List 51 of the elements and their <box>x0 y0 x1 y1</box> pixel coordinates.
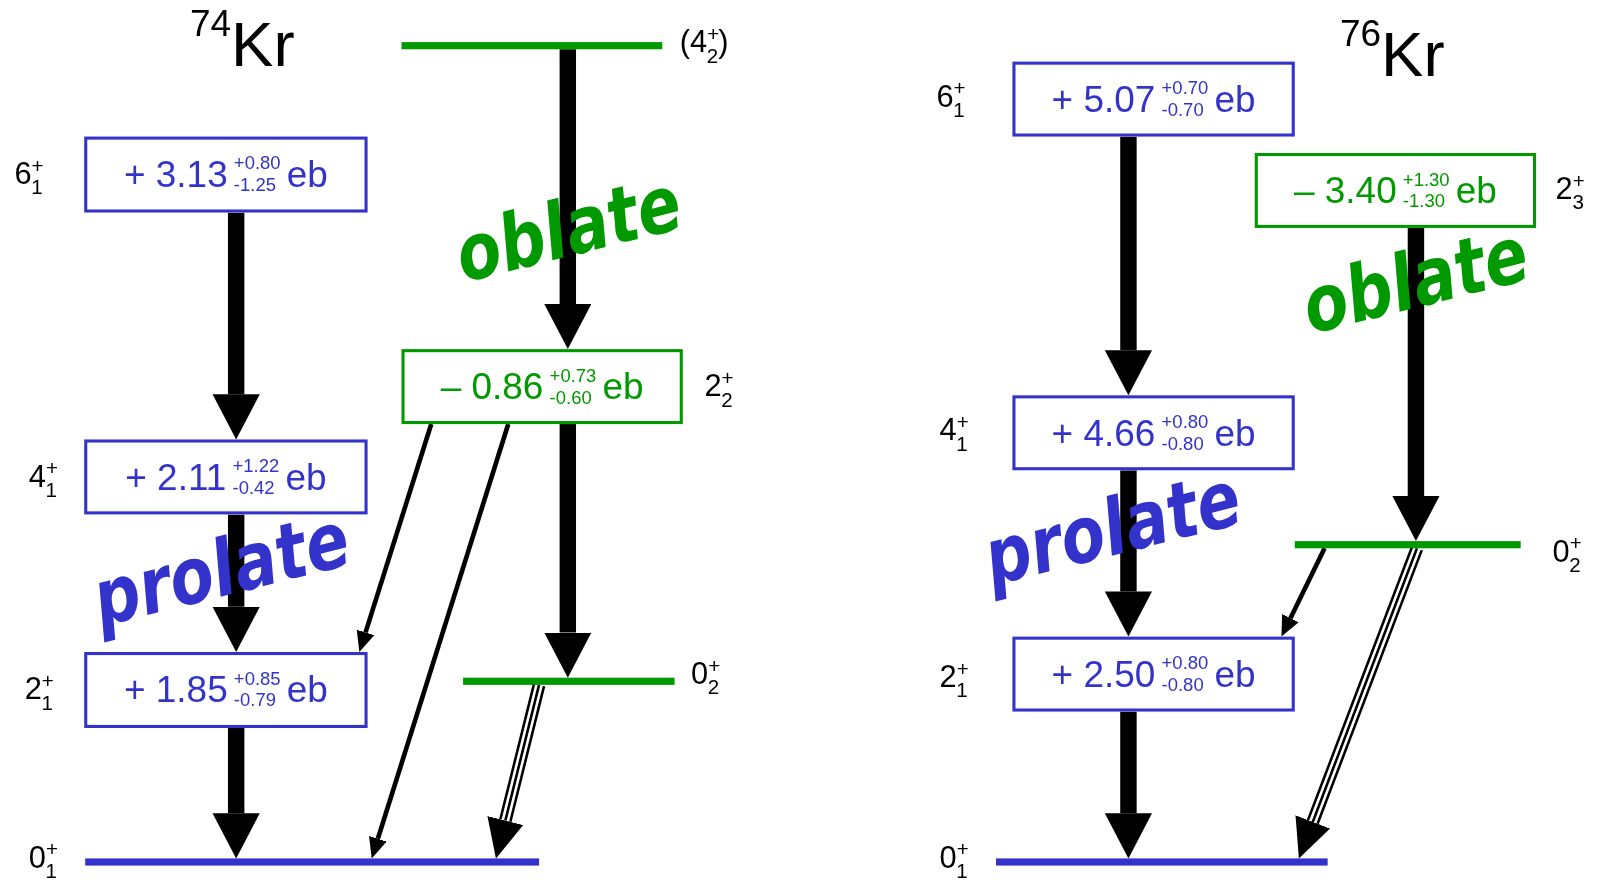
lower-error: -0.80 <box>1161 674 1205 696</box>
transition-arrow <box>1281 547 1327 637</box>
moment-value: + 5.07 <box>1051 77 1156 121</box>
level-label: (4$^{+}$$_{2}$) <box>679 22 729 68</box>
quadrupole-moment-box <box>1012 636 1295 712</box>
upper-error: +1.22 <box>232 455 280 477</box>
quadrupole-moment-box <box>84 439 368 515</box>
transition-arrow <box>487 682 546 859</box>
unit: eb <box>286 668 328 712</box>
moment-value: + 2.50 <box>1051 652 1156 696</box>
quadrupole-moment-box <box>401 349 683 425</box>
unit: eb <box>286 153 328 197</box>
transition-arrow <box>369 423 511 859</box>
quadrupole-moment-box <box>1012 61 1295 137</box>
lower-error: -0.70 <box>1161 99 1205 121</box>
unit: eb <box>1214 77 1256 121</box>
upper-error: +0.85 <box>233 668 281 690</box>
upper-error: +0.80 <box>233 153 281 175</box>
transition-arrow <box>1392 227 1440 542</box>
transition-arrow <box>212 212 260 440</box>
moment-value: – 0.86 <box>440 365 544 409</box>
upper-error: +0.80 <box>1161 411 1209 433</box>
transition-arrow <box>1104 136 1153 396</box>
upper-error: +0.80 <box>1161 652 1209 675</box>
upper-error: +0.70 <box>1161 77 1209 100</box>
nucleus-title: $^{76}$Kr <box>1339 12 1445 91</box>
lower-error: -0.42 <box>232 476 276 499</box>
quadrupole-moment-box <box>84 652 368 728</box>
upper-error: +0.73 <box>549 365 597 387</box>
quadrupole-moment-box <box>1254 153 1537 228</box>
transition-arrow <box>544 424 592 678</box>
moment-value: + 1.85 <box>123 668 228 712</box>
moment-value: + 3.13 <box>123 153 228 197</box>
transition-arrow <box>356 423 434 652</box>
unit: eb <box>285 455 327 499</box>
unit: eb <box>1214 652 1256 696</box>
transition-arrow <box>544 49 592 350</box>
lower-error: -0.60 <box>549 386 593 408</box>
lower-error: -1.25 <box>233 174 277 196</box>
transition-arrow <box>1104 711 1153 859</box>
nucleus-title: $^{74}$Kr <box>189 2 295 80</box>
transition-arrow <box>212 514 260 652</box>
upper-error: +1.30 <box>1402 169 1450 191</box>
moment-value: + 2.11 <box>125 455 227 499</box>
transition-arrow <box>212 728 260 859</box>
quadrupole-moment-box <box>84 136 368 213</box>
shape-label: oblate <box>445 156 691 301</box>
transition-arrow <box>1104 470 1153 637</box>
lower-error: -0.79 <box>233 690 277 712</box>
quadrupole-moment-box <box>1012 395 1295 471</box>
unit: eb <box>602 365 644 409</box>
